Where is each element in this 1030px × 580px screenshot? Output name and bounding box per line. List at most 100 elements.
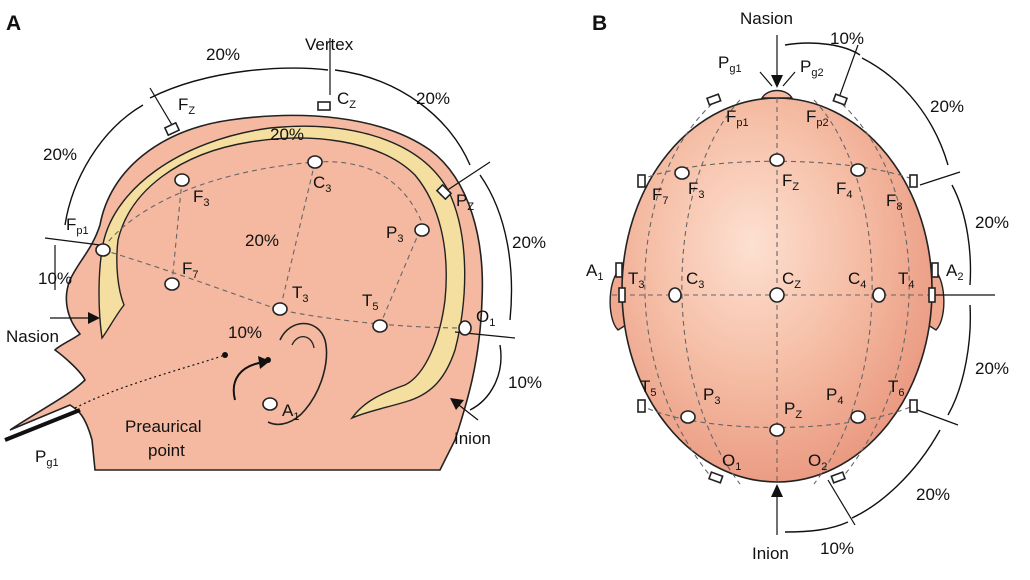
electrode-a-cz [317, 101, 331, 111]
label-nasion-a: Nasion [6, 327, 59, 346]
label-b-cz: CZ [782, 269, 801, 291]
pct-b-nasion-fp2: 10% [830, 29, 864, 48]
electrode-b-t3 [618, 287, 626, 303]
nasion-arrowhead [88, 312, 100, 324]
electrode-b-f8 [909, 174, 918, 188]
arc-cz-pz [334, 69, 471, 166]
label-preaurical-2: point [148, 441, 185, 460]
tick-b-f8 [919, 171, 961, 186]
label-a-f3: F3 [193, 187, 210, 209]
pct-b-t4-t6: 20% [975, 359, 1009, 378]
electrode-a-t5 [372, 319, 388, 333]
label-b-a2: A2 [946, 261, 963, 283]
grid-line-parietal [379, 229, 421, 326]
electrode-b-fp1 [705, 93, 722, 106]
grid-line-upper [102, 161, 426, 249]
label-b-pz: PZ [784, 399, 802, 421]
pct-a-pz-o1: 20% [512, 233, 546, 252]
skull-band [98, 125, 466, 420]
grid-b-left-inner [681, 99, 741, 485]
electrode-b-p4 [850, 410, 866, 424]
label-b-t4: T4 [898, 269, 915, 291]
arc-b-o2-inion [784, 521, 849, 533]
tick-fp1 [44, 237, 101, 246]
pct-a-inner-mid: 20% [245, 231, 279, 250]
arc-b-t4-t6 [947, 304, 972, 416]
pct-b-o2-inion: 10% [820, 539, 854, 558]
electrode-b-c4 [872, 287, 886, 303]
label-a-o1: O1 [476, 307, 495, 329]
electrode-b-cz [769, 287, 785, 303]
panel-b-letter: B [592, 12, 607, 35]
label-vertex: Vertex [305, 35, 354, 54]
label-b-c4: C4 [848, 269, 866, 291]
electrode-b-f4 [850, 163, 866, 177]
label-a-pg1: Pg1 [35, 447, 59, 469]
pct-a-fp1-fz: 20% [43, 145, 77, 164]
electrode-b-fz [769, 153, 785, 167]
electrode-b-t5 [637, 399, 646, 413]
label-a-a1: A1 [282, 401, 299, 423]
tick-pz [439, 161, 491, 196]
pg1-leader [74, 355, 223, 409]
tick-fz [149, 87, 176, 131]
electrode-b-f7 [637, 174, 646, 188]
label-b-t3: T3 [628, 269, 645, 291]
label-a-fz: FZ [178, 95, 195, 117]
label-inion-a: Inion [454, 429, 491, 448]
electrode-b-pz [769, 423, 785, 437]
label-b-o2: O2 [808, 451, 827, 473]
label-inion-b: Inion [752, 544, 789, 563]
pct-a-cz-pz: 20% [416, 89, 450, 108]
label-b-fp2: Fp2 [806, 107, 829, 129]
electrode-a-a1 [262, 397, 278, 411]
electrode-b-a2 [931, 262, 939, 278]
label-a-t3: T3 [292, 283, 309, 305]
grid-b-right-inner [813, 99, 873, 485]
label-b-pg1: Pg1 [718, 53, 742, 75]
ear [267, 322, 328, 426]
pg1-arrow-b [759, 71, 773, 87]
electrode-b-o1 [707, 471, 724, 484]
label-b-f7: F7 [652, 185, 669, 207]
electrode-b-c3 [668, 287, 682, 303]
pct-a-inner-top: 20% [270, 125, 304, 144]
label-b-t6: T6 [888, 377, 905, 399]
pct-a-fz-cz: 20% [206, 45, 240, 64]
pct-a-inion: 10% [508, 373, 542, 392]
pct-b-f8-t4: 20% [975, 213, 1009, 232]
arc-fp1-fz [64, 104, 144, 226]
preaurical-arrowhead [258, 356, 270, 369]
label-b-p4: P4 [826, 385, 843, 407]
label-a-p3: P3 [386, 223, 403, 245]
label-b-pg2: Pg2 [800, 57, 824, 79]
arc-b-f8-t4 [951, 184, 972, 286]
tick-b-t6 [911, 407, 959, 426]
panel-a-electrode-labels: FZ CZ PZ Fp1 F3 C3 P3 F7 T3 T5 O1 A1 Pg1 [35, 89, 495, 469]
arc-b-fp2-f8 [861, 57, 949, 166]
tick-b-fp2 [839, 44, 859, 96]
label-b-t5: T5 [640, 377, 657, 399]
inion-arrowhead-b [771, 484, 783, 497]
electrode-b-t4 [928, 287, 936, 303]
label-b-a1: A1 [586, 261, 603, 283]
electrode-a-f7 [164, 277, 180, 291]
electrode-b-o2 [830, 471, 847, 484]
nasion-arrowhead-b [771, 75, 783, 88]
label-b-fz: FZ [782, 171, 799, 193]
electrode-b-fp2 [832, 93, 849, 106]
arc-b-t6-o2 [851, 429, 941, 519]
label-preaurical-1: Preaurical [125, 417, 202, 436]
panel-a-electrodes [95, 101, 472, 411]
label-b-c3: C3 [686, 269, 704, 291]
electrode-a-c3 [307, 155, 323, 169]
electrode-a-p3 [414, 223, 430, 237]
inion-arrowhead [450, 398, 464, 410]
electrode-a-fz [163, 121, 181, 137]
pg1-dot [222, 352, 228, 358]
arc-inion [469, 344, 502, 411]
label-b-fp1: Fp1 [726, 107, 749, 129]
grid-line-central [279, 161, 316, 311]
label-a-c3: C3 [313, 173, 331, 195]
